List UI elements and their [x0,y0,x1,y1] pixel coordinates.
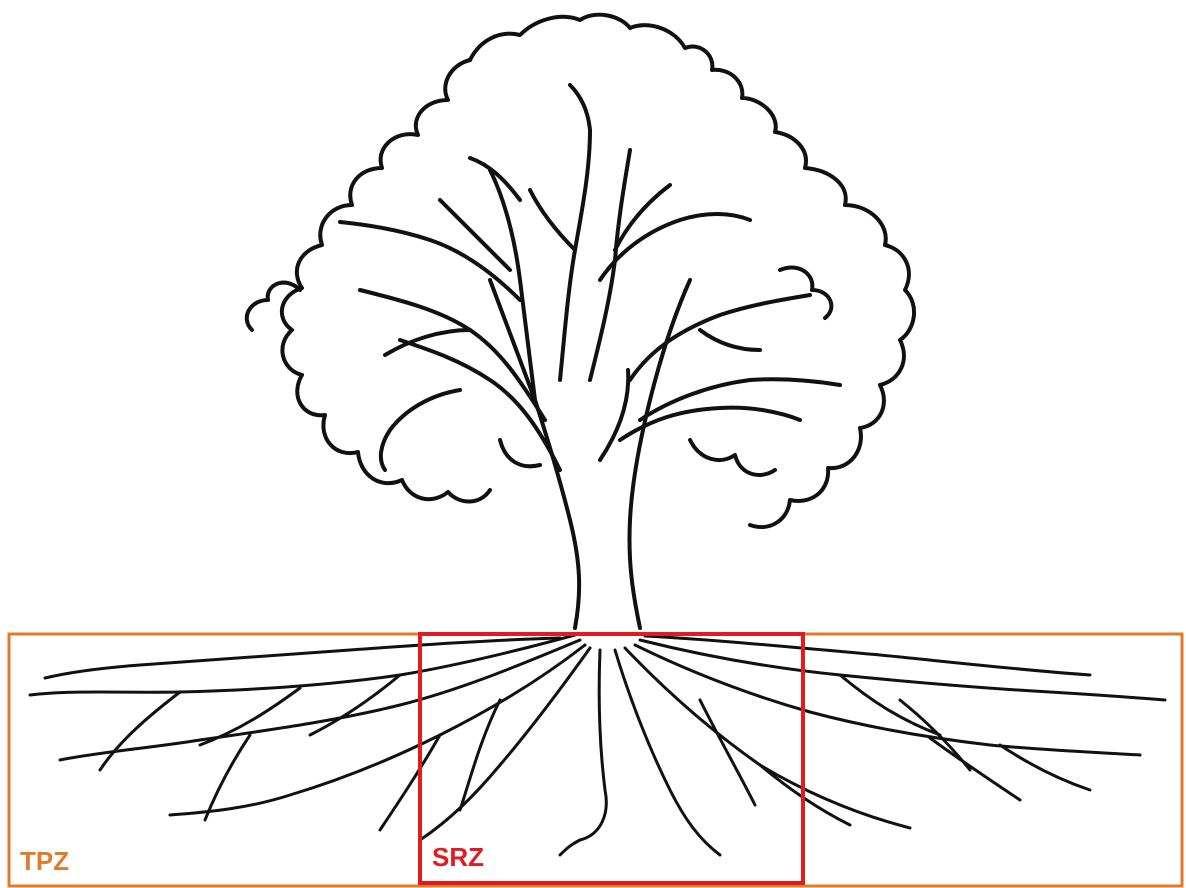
tree-canopy [247,15,914,527]
tpz-zone-box [9,634,1182,886]
tpz-label: TPZ [20,846,69,877]
tree-trunk-branches [340,85,840,628]
srz-label: SRZ [432,842,484,873]
tree-roots [30,635,1165,855]
